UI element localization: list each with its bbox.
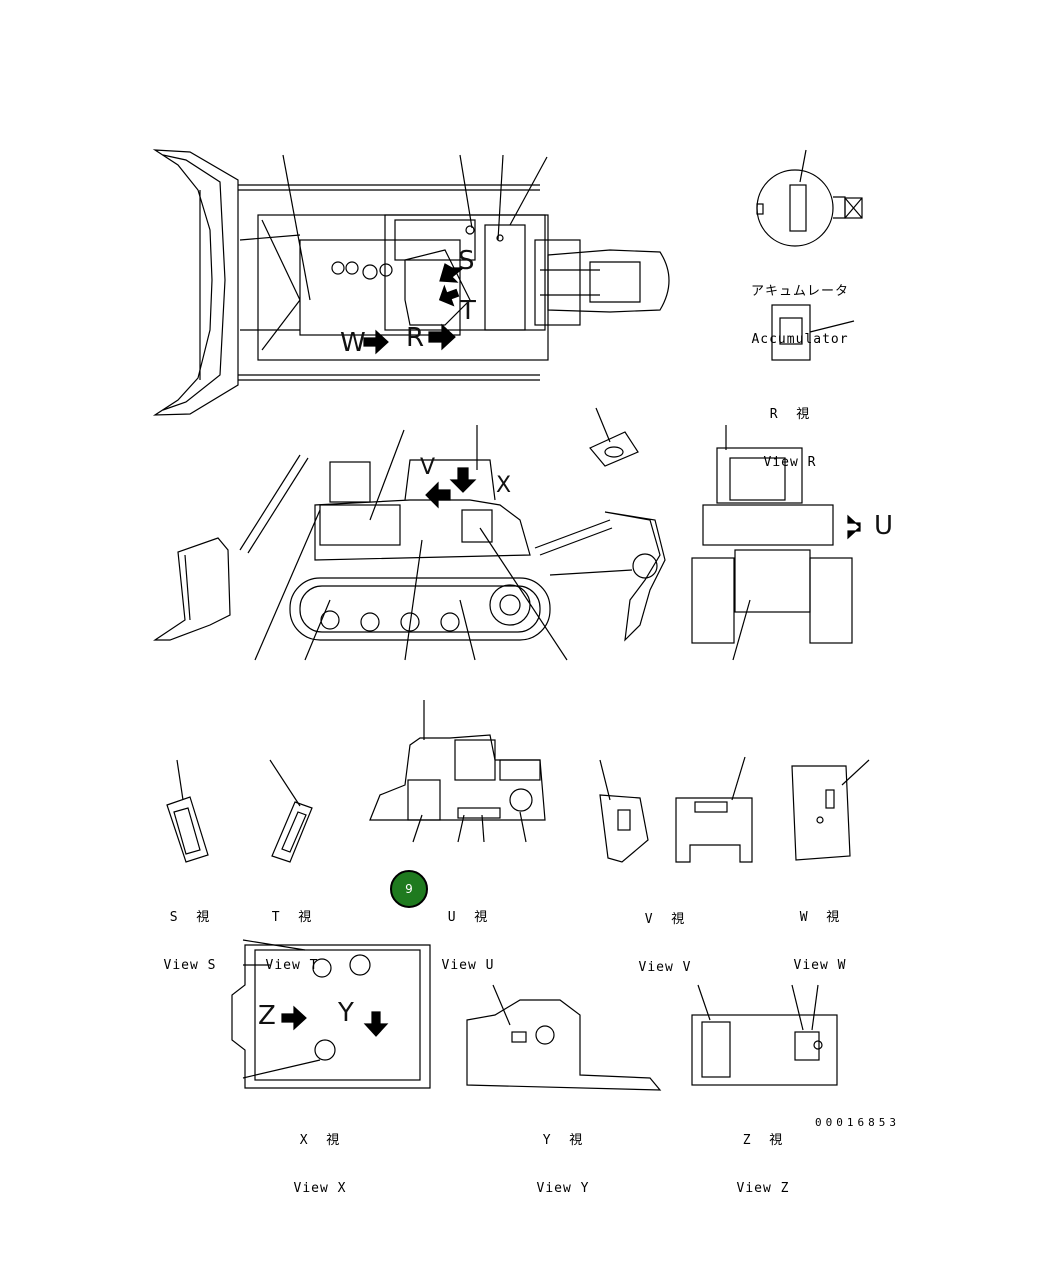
view-u-label-en: View U — [441, 958, 495, 973]
view-y-drawing — [466, 984, 662, 1091]
view-x-label: X 視 View X — [280, 1101, 360, 1213]
view-u-drawing — [369, 700, 546, 843]
view-z-label: Z 視 View Z — [723, 1101, 803, 1213]
arrow-letter-r: R — [406, 323, 425, 353]
view-w-label-en: View W — [793, 958, 847, 973]
view-w-drawing — [791, 759, 870, 861]
view-y-label-en: View Y — [536, 1181, 590, 1196]
arrow-letter-x: X — [496, 473, 512, 498]
view-t-label-en: View T — [265, 958, 319, 973]
view-w-label-jp: W 視 — [799, 910, 841, 925]
drawing-number: 00016853 — [815, 1116, 900, 1129]
view-s-label: S 視 View S — [150, 878, 230, 990]
view-u-label: U 視 View U — [428, 878, 508, 990]
callout-marker[interactable]: 9 — [390, 870, 428, 908]
arrow-letter-w: W — [340, 328, 366, 358]
accumulator-label-jp: アキュムレータ — [750, 284, 849, 299]
arrow-letter-s: S — [458, 246, 475, 276]
side-view-machine — [153, 425, 666, 661]
label-detail-drawing — [589, 407, 639, 467]
view-t-drawing — [269, 759, 313, 863]
view-s-label-en: View S — [163, 958, 217, 973]
view-y-label: Y 視 View Y — [523, 1101, 603, 1213]
arrow-letter-t: T — [460, 296, 476, 326]
top-view-machine — [152, 149, 670, 416]
view-v-drawing — [599, 756, 753, 863]
view-t-label: T 視 View T — [252, 878, 332, 990]
view-s-label-jp: S 視 — [169, 910, 211, 925]
view-z-drawing — [691, 984, 838, 1086]
view-z-label-jp: Z 視 — [742, 1133, 784, 1148]
accumulator-label: アキュムレータ Accumulator — [748, 252, 852, 364]
view-r-label-en: View R — [763, 455, 817, 470]
view-u-label-jp: U 視 — [447, 910, 489, 925]
view-w-label: W 視 View W — [780, 878, 860, 990]
view-v-label-jp: V 視 — [644, 912, 686, 927]
arrow-letter-z: Z — [258, 1001, 276, 1031]
rear-view-machine — [691, 425, 861, 661]
view-r-label: R 視 View R — [748, 375, 832, 487]
view-t-label-jp: T 視 — [271, 910, 313, 925]
arrow-letter-u: U — [874, 511, 894, 541]
arrow-letter-v: V — [420, 455, 436, 480]
accumulator-label-en: Accumulator — [751, 332, 849, 347]
view-v-label: V 視 View V — [625, 880, 705, 992]
view-x-drawing — [231, 939, 431, 1089]
view-v-label-en: View V — [638, 960, 692, 975]
view-y-label-jp: Y 視 — [542, 1133, 584, 1148]
view-r-label-jp: R 視 — [769, 407, 811, 422]
view-s-drawing — [166, 759, 209, 863]
accumulator-drawing — [756, 149, 863, 247]
view-x-label-jp: X 視 — [299, 1133, 341, 1148]
view-z-label-en: View Z — [736, 1181, 790, 1196]
view-r-drawing — [771, 304, 855, 361]
arrow-letter-y: Y — [338, 998, 354, 1028]
view-x-label-en: View X — [293, 1181, 347, 1196]
